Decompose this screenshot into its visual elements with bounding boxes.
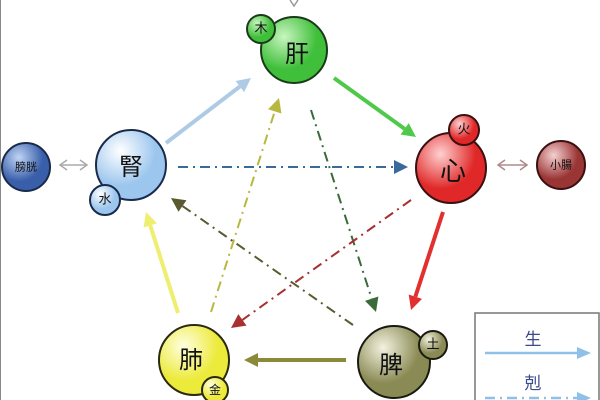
legend-generate-arrow-icon bbox=[577, 347, 591, 359]
heart-label: 心 bbox=[440, 157, 466, 187]
restrain-arrow-2-arrowhead-icon bbox=[365, 296, 379, 312]
restrain-arrow-3-arrowhead-icon bbox=[231, 314, 247, 328]
small-intestine-label: 小腸 bbox=[550, 159, 572, 172]
restrain-arrow-3-line bbox=[241, 199, 412, 321]
generate-arrow-5-arrowhead-icon bbox=[143, 212, 157, 228]
node-small-intestine: 小腸 bbox=[536, 140, 586, 190]
lung-label: 肺 bbox=[179, 346, 203, 374]
node-heart: 心 火 bbox=[415, 114, 487, 204]
restrain-arrow-5-line bbox=[210, 111, 276, 313]
restrain-arrow-4-line bbox=[181, 205, 354, 326]
bladder-label: 膀胱 bbox=[15, 160, 37, 174]
fire-label: 火 bbox=[457, 123, 470, 138]
legend-restrain-label: 剋 bbox=[525, 374, 542, 394]
node-bladder: 膀胱 bbox=[1, 142, 51, 192]
restrain-arrow-1-arrowhead-icon bbox=[394, 160, 408, 174]
generate-arrow-3-arrowhead-icon bbox=[408, 294, 422, 310]
legend-generate-label: 生 bbox=[525, 330, 542, 350]
kidney-label: 腎 bbox=[119, 153, 143, 181]
metal-label: 金 bbox=[209, 382, 221, 397]
generate-arrow-2-line bbox=[332, 76, 406, 131]
node-liver: 肝 木 bbox=[246, 14, 328, 84]
generate-arrow-3-line bbox=[413, 211, 445, 298]
top-arrow-icon bbox=[289, 0, 299, 8]
restrain-arrow-5-arrowhead-icon bbox=[268, 98, 282, 114]
liver-label: 肝 bbox=[285, 40, 309, 68]
generate-arrow-2-arrowhead-icon bbox=[400, 123, 416, 137]
legend-restrain-arrow-icon bbox=[577, 392, 591, 400]
wood-label: 木 bbox=[254, 22, 267, 37]
restrain-arrow-4-arrowhead-icon bbox=[171, 198, 187, 212]
earth-label: 土 bbox=[426, 338, 439, 353]
heart-small-intestine-link bbox=[496, 159, 529, 171]
spleen-label: 脾 bbox=[379, 351, 403, 379]
node-lung: 肺 金 bbox=[158, 324, 230, 400]
restrain-arrow-2-line bbox=[310, 109, 373, 299]
generate-arrow-5-line bbox=[148, 224, 180, 314]
generate-arrow-1-line bbox=[164, 84, 242, 145]
bladder-kidney-link bbox=[58, 159, 89, 171]
generate-arrow-1-arrowhead-icon bbox=[235, 78, 251, 93]
legend: 生 剋 bbox=[474, 312, 600, 400]
water-label: 水 bbox=[98, 193, 111, 208]
node-kidney: 腎 水 bbox=[89, 129, 167, 216]
node-spleen: 脾 土 bbox=[357, 325, 448, 399]
generate-arrow-4-arrowhead-icon bbox=[244, 353, 258, 367]
